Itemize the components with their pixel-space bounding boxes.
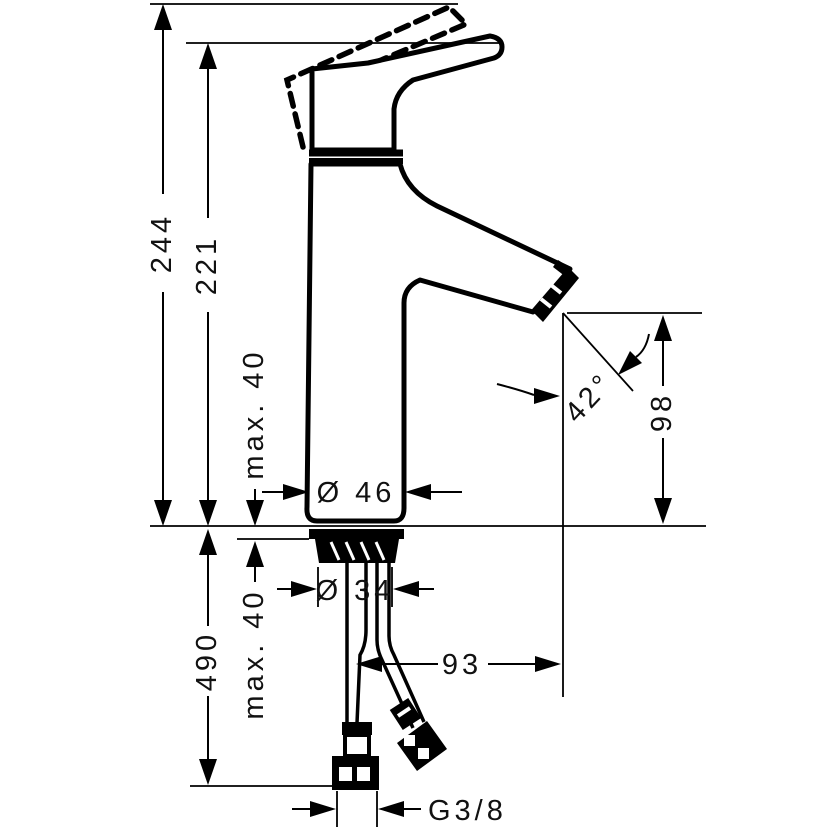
- dim-hose-length-label: 490: [191, 631, 223, 691]
- dim-hose-length: 490: [191, 529, 223, 785]
- dim-handle-height: 221: [191, 43, 223, 526]
- faucet-handle: [309, 33, 505, 153]
- dim-max-thickness-lower-label: max. 40: [238, 588, 270, 719]
- faucet-collar: [309, 149, 403, 164]
- dim-base-diameter-label: Ø 46: [317, 477, 396, 509]
- dim-hole-diameter: Ø 34: [277, 575, 434, 607]
- faucet-body: [304, 161, 573, 524]
- mounting-hardware: [309, 529, 404, 563]
- dim-spout-reach: 93: [356, 649, 561, 681]
- dim-thread-size-label: G3/8: [428, 795, 507, 827]
- aerator: [533, 260, 579, 322]
- dim-max-thickness-upper: max. 40: [238, 348, 270, 526]
- dim-spray-angle: 42°: [496, 333, 650, 430]
- dim-thread-size: G3/8: [292, 795, 507, 827]
- extension-lines: [150, 3, 706, 827]
- dim-base-diameter: Ø 46: [262, 477, 462, 509]
- dim-outlet-height-label: 98: [646, 392, 678, 432]
- dim-spout-reach-label: 93: [442, 649, 482, 681]
- dim-max-thickness-lower: max. 40: [238, 541, 270, 720]
- dim-max-thickness-upper-label: max. 40: [238, 348, 270, 479]
- supply-hose-vertical: [332, 563, 379, 790]
- faucet-handle-dashed-outline: [283, 3, 471, 150]
- dim-outlet-height: 98: [646, 315, 678, 524]
- dim-handle-height-label: 221: [191, 235, 223, 295]
- dim-overall-height-label: 244: [146, 213, 178, 273]
- dim-hole-diameter-label: Ø 34: [316, 575, 395, 607]
- dim-overall-height: 244: [146, 4, 178, 526]
- dim-spray-angle-label: 42°: [559, 367, 620, 430]
